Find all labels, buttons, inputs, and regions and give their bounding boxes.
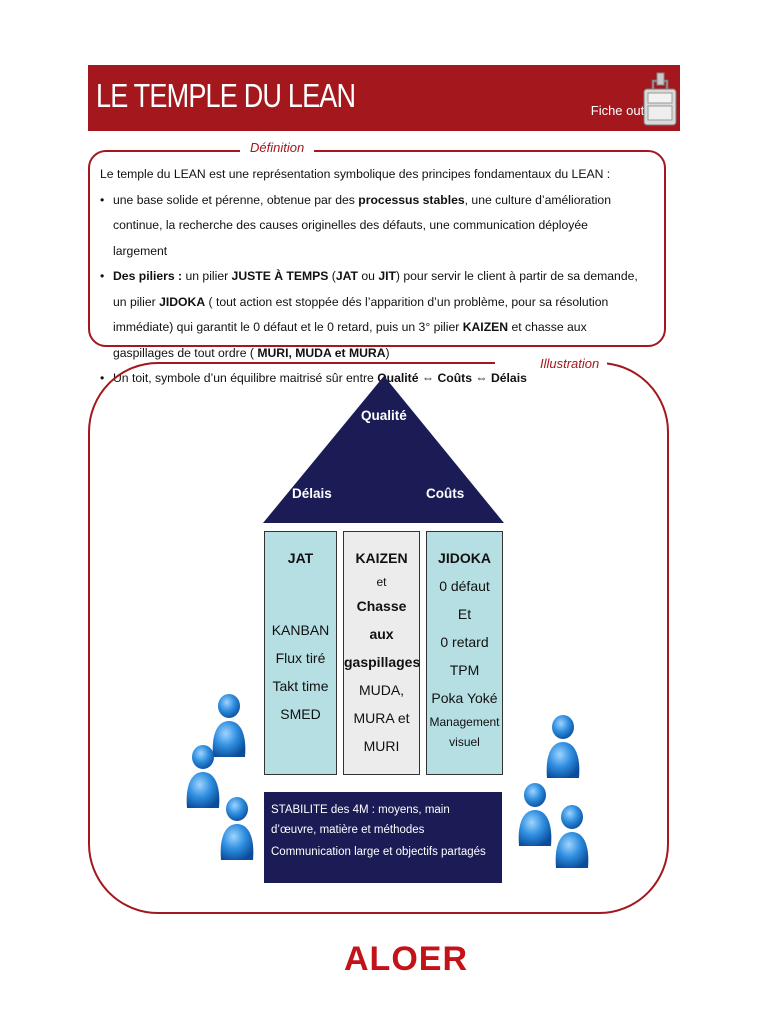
base-communication: Communication large et objectifs partagé… (271, 846, 486, 858)
pillar-jidoka-item: visuel (449, 735, 480, 749)
pillar-jat-item: KANBAN (271, 622, 330, 638)
pillar-jidoka-item: Management (429, 715, 500, 729)
illustration-label: Illustration (495, 356, 608, 371)
pillar-jidoka-item: TPM (449, 662, 480, 678)
roof-delais: Délais (292, 486, 332, 501)
pillar-jidoka-item: 0 retard (440, 634, 489, 650)
pillar-jat-item: Takt time (272, 678, 329, 694)
definition-bullets: une base solide et pérenne, obtenue par … (100, 188, 645, 392)
page-title: LE TEMPLE DU LEAN (96, 77, 356, 114)
fiche-outil-badge: Fiche outil (590, 103, 650, 118)
bullet-toit: Un toit, symbole d’un équilibre maitrisé… (100, 366, 645, 392)
pillar-jat-title: JAT (287, 550, 314, 566)
pillar-jat-item: SMED (280, 706, 321, 722)
temple-roof (263, 376, 504, 523)
pillar-jidoka-item: Et (457, 606, 472, 622)
roof-couts: Coûts (426, 486, 465, 501)
pillar-jidoka-item: 0 défaut (439, 578, 490, 594)
person-icon (553, 804, 591, 870)
pillar-jat-item: Flux tiré (275, 650, 326, 666)
illustration-frame (88, 362, 669, 914)
pillar-kaizen-item: gaspillages (344, 654, 421, 670)
pillar-kaizen-item: MURI (363, 738, 400, 754)
pillar-jidoka-title: JIDOKA (438, 550, 491, 566)
pillar-jat: JAT KANBAN Flux tiré Takt time SMED (264, 531, 337, 775)
bullet-piliers: Des piliers : un pilier JUSTE À TEMPS (J… (100, 264, 645, 366)
toolbox-icon (643, 72, 677, 126)
pillar-kaizen-item: et (376, 575, 387, 589)
definition-text: Le temple du LEAN est une représentation… (100, 162, 645, 392)
pillar-kaizen-item: MURA et (353, 710, 410, 726)
person-icon (516, 782, 554, 848)
definition-label: Définition (240, 140, 315, 155)
pillar-jidoka: JIDOKA 0 défaut Et 0 retard TPM Poka Yok… (426, 531, 503, 775)
person-icon (544, 714, 582, 780)
temple-base: STABILITE des 4M : moyens, main d’œuvre,… (264, 792, 502, 883)
aloer-logo: ALOER (344, 940, 468, 978)
person-icon (218, 796, 256, 862)
pillar-kaizen-title: KAIZEN (355, 550, 408, 566)
bullet-base: une base solide et pérenne, obtenue par … (100, 188, 645, 265)
pillar-kaizen-item: MUDA, (358, 682, 405, 698)
title-banner: LE TEMPLE DU LEAN Fiche outil (88, 65, 680, 131)
pillar-kaizen: KAIZEN et Chasse aux gaspillages MUDA, M… (343, 531, 420, 775)
pillar-jidoka-item: Poka Yoké (431, 690, 498, 706)
definition-intro: Le temple du LEAN est une représentation… (100, 167, 611, 181)
person-icon (184, 744, 222, 810)
roof-qualite: Qualité (361, 408, 407, 423)
pillar-kaizen-item: Chasse aux (356, 598, 407, 642)
base-stabilite: STABILITE des 4M : moyens, main d’œuvre,… (271, 804, 450, 836)
